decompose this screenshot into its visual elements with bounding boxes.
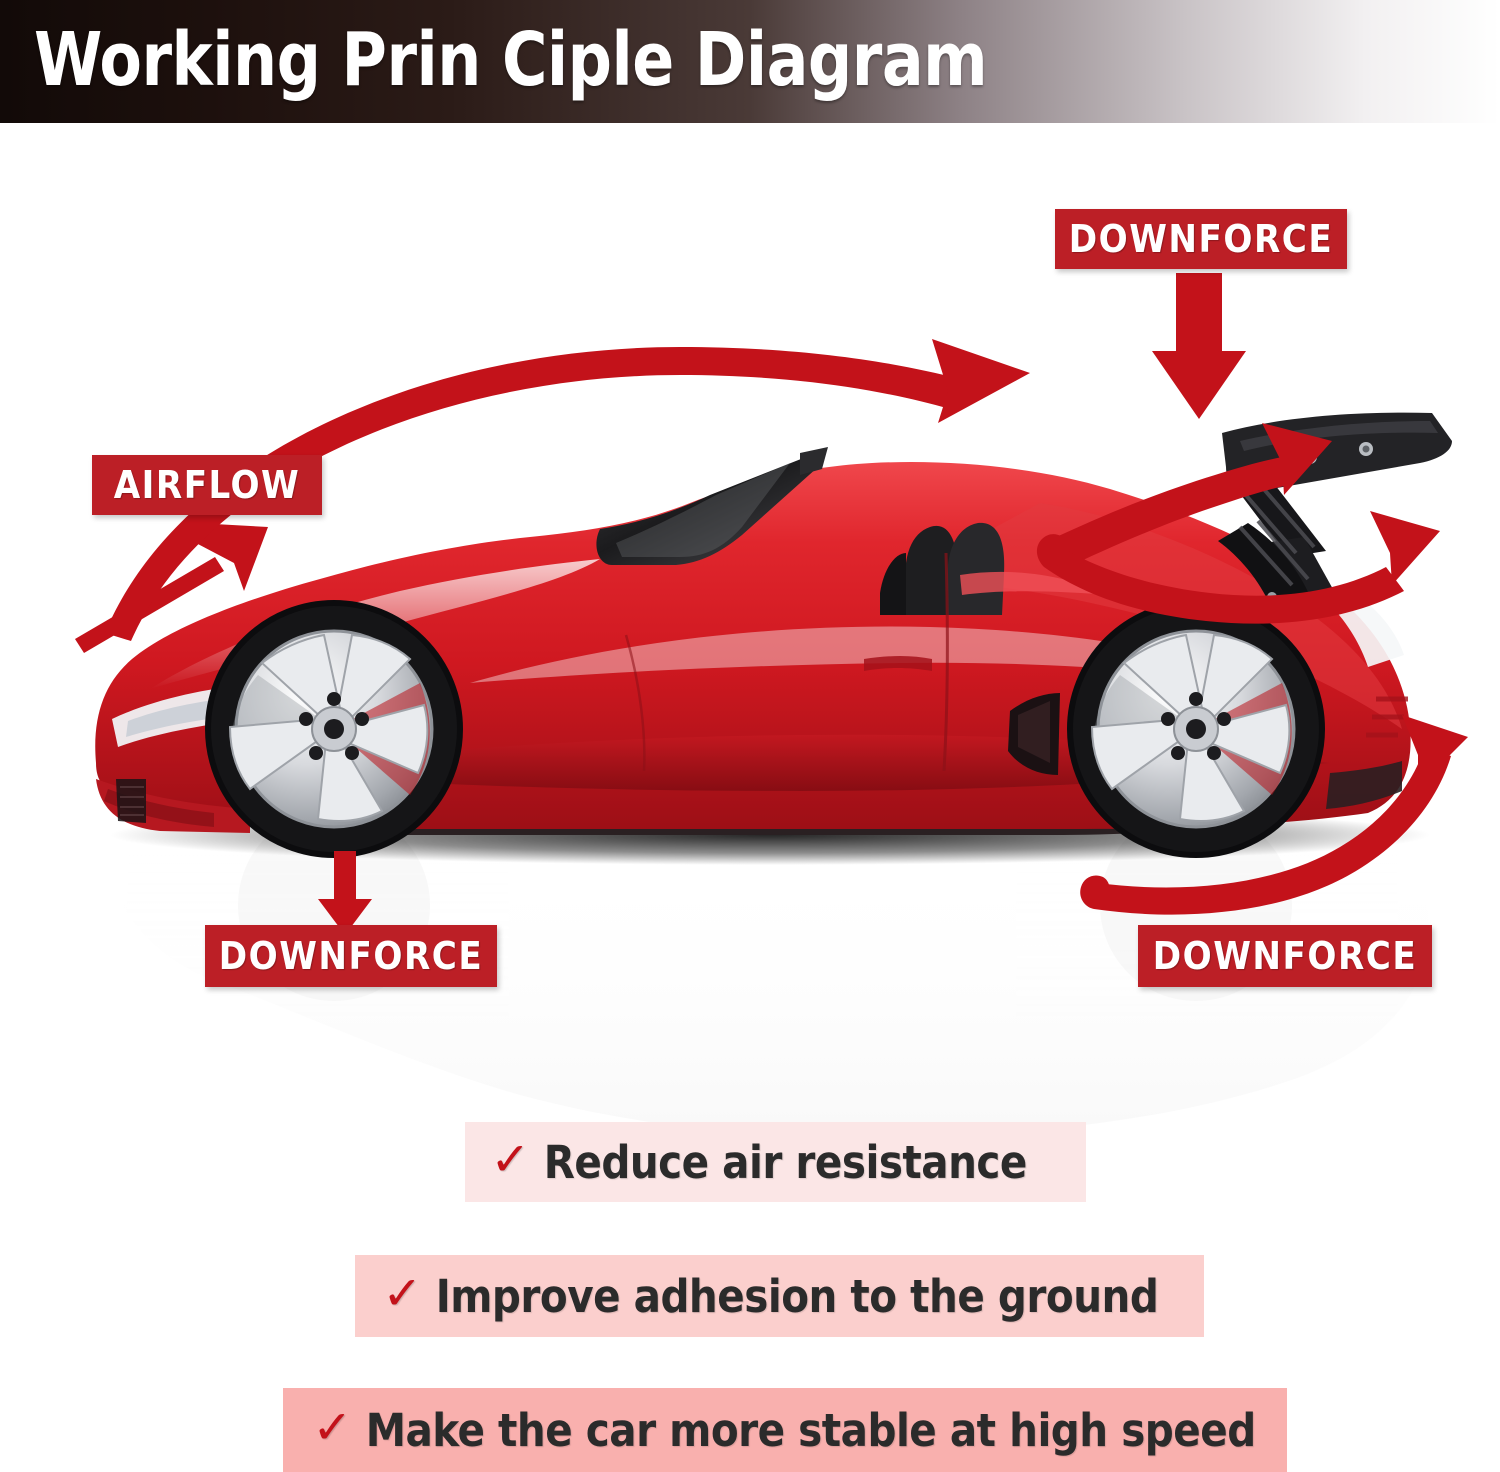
car-cockpit-shadow xyxy=(880,553,906,615)
car-side-vent-inner xyxy=(1018,701,1050,763)
car-door-seam xyxy=(942,552,949,772)
car-rear-reflector xyxy=(1366,696,1408,738)
page-title: Working Prin Ciple Diagram xyxy=(34,17,988,103)
over-body-airflow-arrow-icon xyxy=(105,339,1030,641)
benefit-text: Reduce air resistance xyxy=(543,1135,1028,1189)
car-windshield xyxy=(596,455,821,565)
front-wheel xyxy=(205,600,463,858)
car-front-panel-seam xyxy=(624,634,646,772)
car-lower-reflection xyxy=(250,734,1330,791)
label-airflow-text: AIRFLOW xyxy=(113,463,301,507)
downforce-front-arrow-icon xyxy=(318,851,372,935)
label-downforce-rear-text: DOWNFORCE xyxy=(1152,934,1418,978)
spoiler-lower-airflow-arrow-icon xyxy=(1036,511,1440,624)
car-illustration xyxy=(95,412,1452,1138)
label-downforce-front: DOWNFORCE xyxy=(205,925,497,987)
front-wheel-lugs xyxy=(299,692,369,760)
downforce-top-arrow-icon xyxy=(1152,273,1246,419)
title-banner: Working Prin Ciple Diagram xyxy=(0,0,1500,123)
car-rear-hump-highlight xyxy=(960,571,1110,595)
label-downforce-top-text: DOWNFORCE xyxy=(1068,217,1334,261)
check-icon: ✓ xyxy=(382,1266,423,1320)
front-wheel-spokes xyxy=(228,633,429,822)
label-downforce-front-text: DOWNFORCE xyxy=(218,934,484,978)
benefit-text: Make the car more stable at high speed xyxy=(365,1403,1257,1457)
benefit-row: ✓ Make the car more stable at high speed xyxy=(283,1388,1287,1472)
spoiler-truss-lines xyxy=(1238,485,1316,587)
benefit-row: ✓ Reduce air resistance xyxy=(465,1122,1086,1202)
car-windshield-glare xyxy=(616,463,790,557)
spoiler-strut-lower xyxy=(1218,523,1312,609)
rear-wheel-lugs xyxy=(1161,692,1231,760)
spoiler-upper-airflow-arrow-icon xyxy=(1048,423,1332,569)
car-front-intake xyxy=(116,779,146,823)
label-downforce-rear: DOWNFORCE xyxy=(1138,925,1432,987)
diagram-area: AIRFLOW DOWNFORCE DOWNFORCE DOWNFORCE xyxy=(0,123,1500,1138)
rear-wheel-spokes xyxy=(1090,633,1291,822)
benefit-text: Improve adhesion to the ground xyxy=(435,1269,1159,1323)
car-headrest-left xyxy=(905,525,958,615)
benefit-row: ✓ Improve adhesion to the ground xyxy=(355,1255,1204,1337)
check-icon: ✓ xyxy=(490,1132,531,1186)
car-door-handle xyxy=(864,656,932,671)
label-airflow: AIRFLOW xyxy=(92,455,322,515)
check-icon: ✓ xyxy=(312,1400,353,1454)
car-rear-diffuser xyxy=(1326,761,1402,809)
label-downforce-top: DOWNFORCE xyxy=(1055,209,1347,269)
rear-wheel xyxy=(1067,600,1325,858)
car-front-intake-fins xyxy=(120,786,144,816)
car-windshield-frame-top xyxy=(800,447,828,475)
airflow-arrow-layer xyxy=(75,273,1468,935)
spoiler-blade-highlight xyxy=(1240,421,1438,451)
spoiler-bolt-right-inner xyxy=(1362,445,1370,453)
underbody-airflow-arrow-icon xyxy=(1080,715,1468,915)
